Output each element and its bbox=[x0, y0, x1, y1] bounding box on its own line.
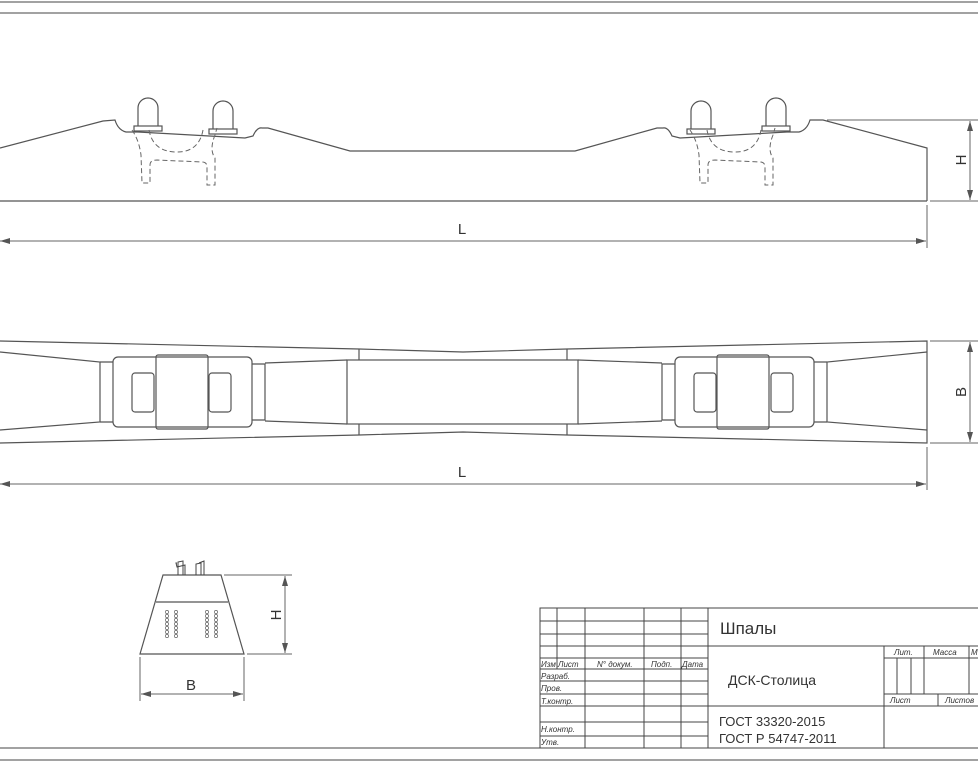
standard-2: ГОСТ Р 54747-2011 bbox=[719, 731, 837, 746]
reinforcement-holes bbox=[165, 610, 218, 638]
dimension-b-plan: B bbox=[930, 340, 978, 444]
header-list: Лист bbox=[557, 660, 579, 669]
dimension-label-b: B bbox=[953, 387, 970, 397]
sleeper-plan-view bbox=[0, 340, 928, 444]
header-signature: Подп. bbox=[651, 660, 672, 669]
dimension-label-l: L bbox=[458, 464, 466, 481]
organization-name: ДСК-Столица bbox=[728, 672, 816, 688]
sheets-label: Листов bbox=[944, 696, 974, 705]
dimension-label-h: H bbox=[953, 155, 970, 166]
header-izm: Изм bbox=[541, 660, 556, 669]
role-tech-control: Т.контр. bbox=[541, 697, 573, 706]
scale-label: М bbox=[971, 648, 978, 657]
sheet-label: Лист bbox=[889, 696, 911, 705]
rail-fastener-icon bbox=[208, 100, 238, 135]
rail-fastener-icon bbox=[133, 97, 163, 132]
role-developer: Разраб. bbox=[541, 672, 570, 681]
drawing-title: Шпалы bbox=[720, 619, 776, 638]
rail-fastener-icon bbox=[686, 100, 716, 135]
sleeper-side-view bbox=[0, 97, 928, 202]
mass-label: Масса bbox=[933, 648, 957, 657]
sleeper-cross-section: H B bbox=[139, 560, 292, 701]
title-block: Шпалы ДСК-Столица ГОСТ 33320-2015 ГОСТ Р… bbox=[539, 607, 978, 749]
dimension-label-b: B bbox=[186, 677, 196, 694]
role-approved: Утв. bbox=[540, 738, 559, 747]
dimension-l-plan: L bbox=[0, 447, 928, 490]
lit-label: Лит. bbox=[893, 648, 913, 657]
dimension-l-side: L bbox=[0, 205, 928, 248]
rail-fastener-icon bbox=[761, 97, 791, 132]
header-date: Дата bbox=[681, 660, 704, 669]
anchor-hidden-outline bbox=[131, 127, 218, 186]
dimension-label-h: H bbox=[268, 610, 285, 621]
header-doc-number: N° докум. bbox=[597, 660, 633, 669]
dimension-label-l: L bbox=[458, 221, 466, 238]
dimension-h-side: H bbox=[827, 119, 978, 202]
standard-1: ГОСТ 33320-2015 bbox=[719, 714, 825, 729]
role-norm-control: Н.контр. bbox=[541, 725, 575, 734]
role-checker: Пров. bbox=[541, 684, 562, 693]
